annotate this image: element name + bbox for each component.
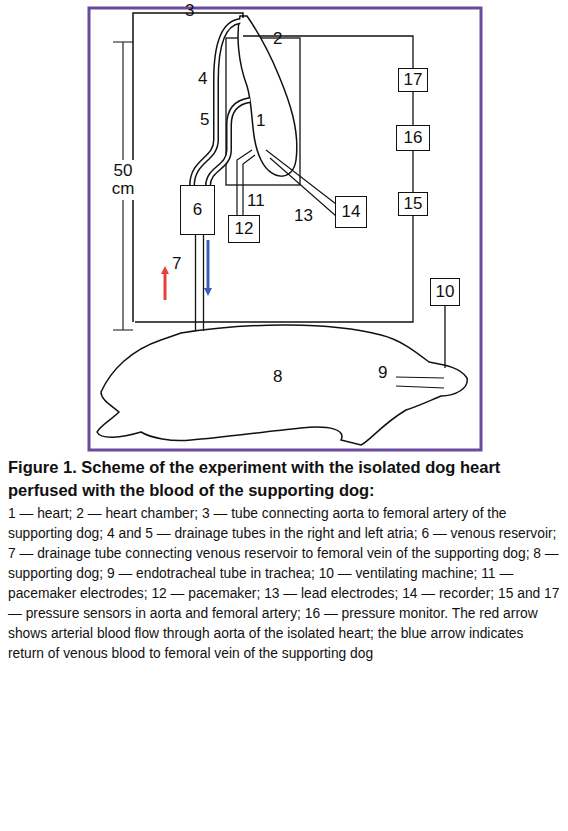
connector-line (413, 151, 414, 192)
callout-number: 3 (185, 2, 194, 20)
connector-line (445, 306, 446, 368)
connector-line (444, 306, 445, 368)
lead-electrode (266, 150, 336, 204)
box-number: 14 (342, 203, 361, 221)
figure-title: Figure 1. Scheme of the experiment with … (8, 456, 560, 502)
drainage-tube (208, 100, 250, 186)
box-number: 16 (404, 129, 423, 147)
dog-outline (97, 325, 467, 445)
callout-number: 11 (247, 192, 265, 210)
pressure-sensor-box: 15 (398, 192, 428, 216)
arterial-flow-arrow (164, 270, 167, 300)
sensor-line (243, 36, 413, 68)
callout-number: 9 (378, 364, 387, 382)
ventilator-box: 10 (430, 278, 460, 306)
pacemaker-box: 12 (228, 215, 260, 243)
sensor-line (135, 216, 413, 322)
drainage-tube (208, 100, 250, 186)
figure-frame (89, 8, 481, 450)
callout-number: 2 (273, 30, 282, 48)
connector-line (413, 92, 414, 125)
connector-line (196, 235, 204, 331)
pressure-monitor-box: 16 (396, 125, 430, 151)
connector-line (412, 92, 413, 125)
callout-number: 13 (294, 207, 313, 225)
box-number: 17 (404, 71, 423, 89)
heart (238, 16, 297, 176)
dog-outline (95, 322, 470, 447)
callout-number: 4 (198, 70, 207, 88)
pressure-sensor-box: 17 (398, 68, 428, 92)
aorta-tube (133, 13, 243, 322)
box-number: 10 (436, 283, 455, 301)
drainage-tube (192, 21, 240, 186)
box-number: 6 (193, 201, 202, 219)
connector-line (203, 235, 204, 331)
drainage-tube (192, 21, 240, 186)
connector-line (195, 235, 196, 331)
box-number: 15 (404, 195, 423, 213)
callout-number: 1 (256, 112, 265, 130)
connector-line (412, 151, 413, 192)
figure-caption: 1 — heart; 2 — heart chamber; 3 — tube c… (8, 504, 560, 664)
callout-number: 8 (273, 368, 282, 386)
box-number: 12 (235, 220, 254, 238)
endotracheal-tube (396, 377, 444, 388)
callout-number: 7 (172, 255, 181, 273)
venous-reservoir: 6 (180, 185, 215, 235)
recorder-box: 14 (335, 196, 367, 228)
dimension-label: 50 cm (106, 160, 140, 200)
supporting-dog: 8 (95, 322, 470, 447)
callout-number: 5 (200, 111, 209, 129)
venous-return-arrow (207, 240, 210, 292)
